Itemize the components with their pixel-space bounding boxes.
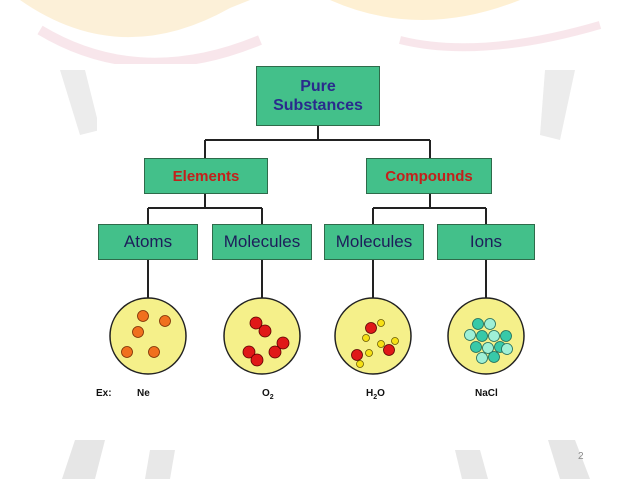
example-o2: O2 [262, 388, 274, 401]
node-elements: Elements [144, 158, 268, 194]
slide-number: 2 [578, 451, 584, 462]
example-o2-symbol: O [262, 388, 270, 399]
node-pure-substances: Pure Substances [256, 66, 380, 126]
example-h2o: H2O [366, 388, 385, 401]
element-molecules-label: Molecules [224, 232, 301, 252]
compounds-label: Compounds [385, 168, 473, 185]
example-prefix: Ex: [96, 388, 112, 399]
example-o2-subscript: 2 [270, 394, 274, 401]
ions-label: Ions [470, 232, 502, 252]
compound-molecules-label: Molecules [336, 232, 413, 252]
example-h2o-o: O [377, 388, 385, 399]
node-compounds: Compounds [366, 158, 492, 194]
node-ions: Ions [437, 224, 535, 260]
root-label-line1: Pure [300, 77, 336, 96]
elements-label: Elements [173, 168, 240, 185]
node-element-molecules: Molecules [212, 224, 312, 260]
node-atoms: Atoms [98, 224, 198, 260]
node-compound-molecules: Molecules [324, 224, 424, 260]
root-label-line2: Substances [273, 96, 363, 115]
example-ne: Ne [137, 388, 150, 399]
example-nacl: NaCl [475, 388, 498, 399]
atoms-label: Atoms [124, 232, 172, 252]
